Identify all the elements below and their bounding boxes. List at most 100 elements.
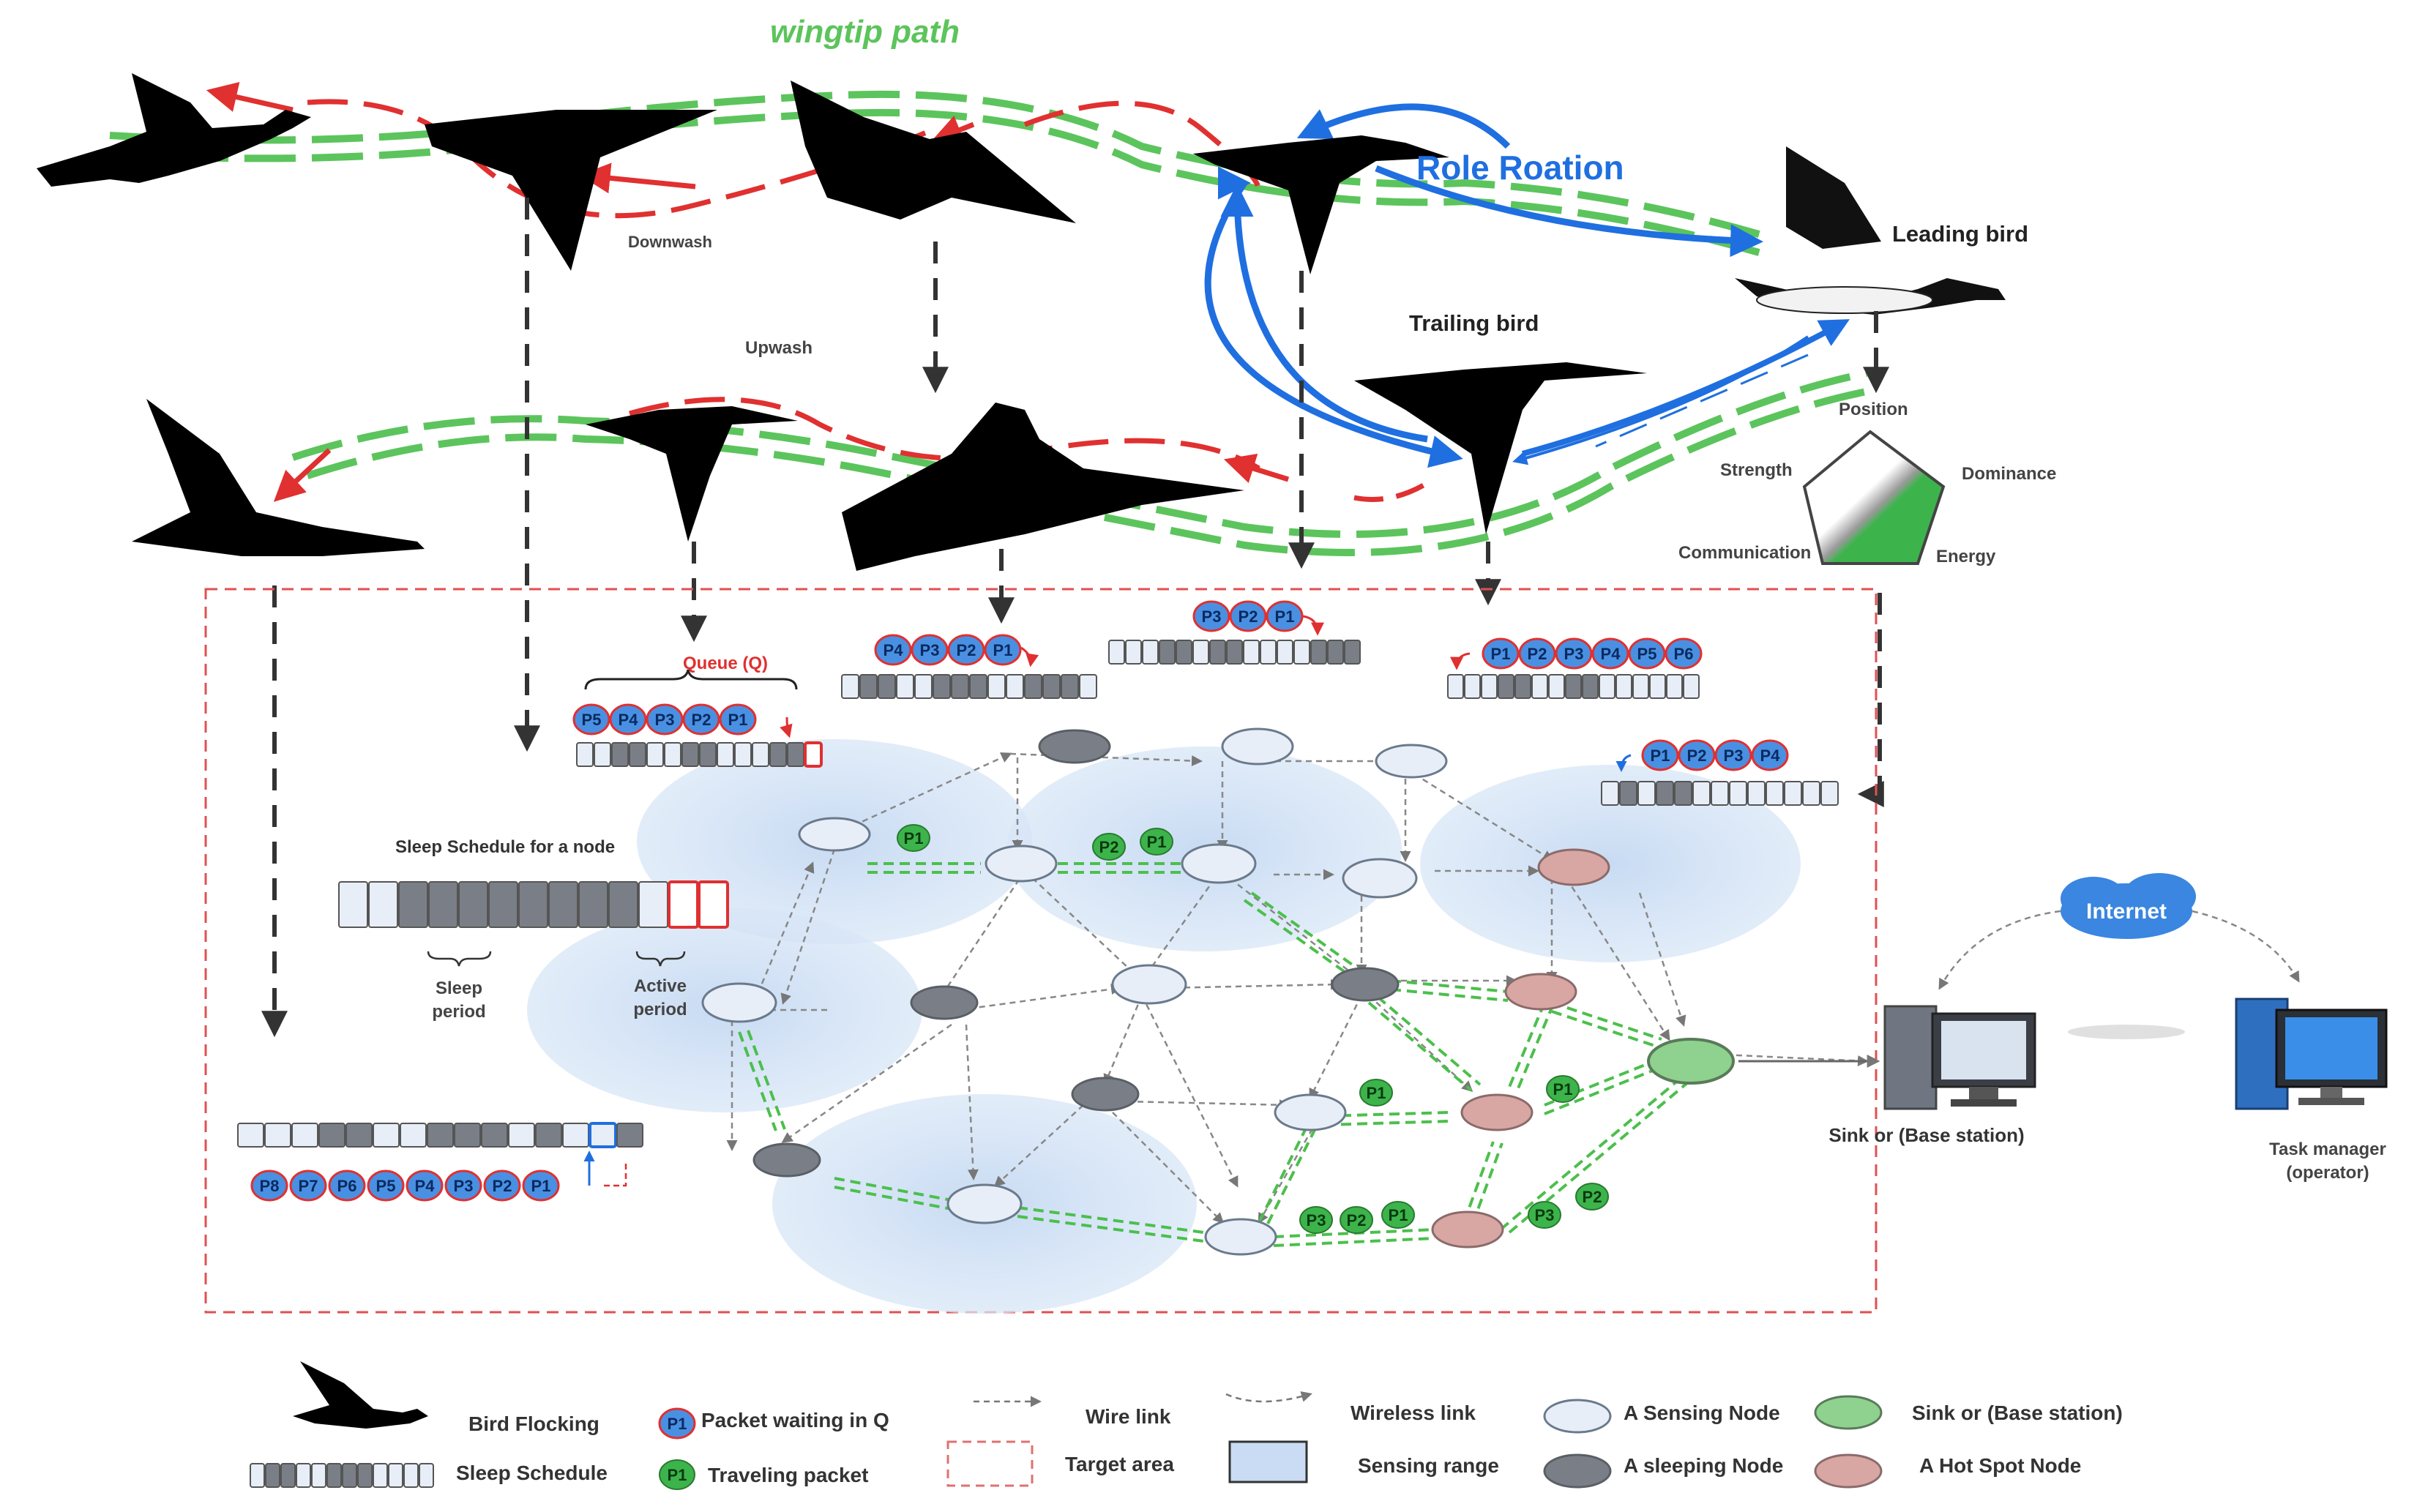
legend-packet-chip-green: P1 xyxy=(668,1466,687,1484)
schedule-cell xyxy=(1747,781,1766,806)
schedule-cell xyxy=(1632,674,1649,699)
schedule-cell xyxy=(1802,781,1820,806)
packet-label: P2 xyxy=(957,641,976,659)
sensing-node xyxy=(1274,1093,1347,1131)
schedule-cell xyxy=(518,881,548,928)
sleep-schedule-title: Sleep Schedule for a node xyxy=(395,837,615,857)
traveling-packet-chip: P2 xyxy=(1092,833,1126,861)
schedule-cell xyxy=(611,742,629,767)
queued-packet-chip: P6 xyxy=(328,1169,366,1202)
packet-label: P3 xyxy=(655,711,675,729)
schedule-cell xyxy=(576,742,594,767)
schedule-cell xyxy=(1293,640,1310,665)
schedule-cell xyxy=(987,674,1006,699)
schedule-cell xyxy=(1599,674,1615,699)
schedule-cell xyxy=(1226,640,1243,665)
schedule-cell xyxy=(578,881,608,928)
sensing-node xyxy=(798,817,871,852)
task-manager-line2: (operator) xyxy=(2286,1163,2369,1183)
schedule-cell xyxy=(804,741,823,768)
schedule-cell xyxy=(1327,640,1344,665)
packet-label: P3 xyxy=(1564,645,1584,663)
task-manager-line1: Task manager xyxy=(2269,1139,2386,1159)
packet-label: P5 xyxy=(376,1177,396,1195)
schedule-cell xyxy=(1464,674,1481,699)
schedule-cell xyxy=(1683,674,1700,699)
schedule-cell xyxy=(265,1463,280,1488)
legend-target-area: Target area xyxy=(1065,1453,1174,1475)
schedule-cell xyxy=(1481,674,1498,699)
packet-label: P2 xyxy=(692,711,711,729)
sensing-node xyxy=(1111,964,1187,1005)
schedule-cell xyxy=(1692,781,1711,806)
schedule-cell xyxy=(1637,781,1656,806)
legend-traveling-packet: Traveling packet xyxy=(708,1464,868,1486)
schedule-cell xyxy=(373,1123,400,1148)
legend-sleep-schedule-icon xyxy=(250,1463,434,1488)
schedule-cell xyxy=(1192,640,1209,665)
red-arrow-2 xyxy=(579,162,696,194)
packet-label: P4 xyxy=(1601,645,1621,663)
schedule-cell xyxy=(699,742,717,767)
schedule-cell xyxy=(1176,640,1192,665)
queued-packet-chip: P5 xyxy=(572,703,610,736)
schedule-cell xyxy=(616,1123,643,1148)
schedule-cell xyxy=(488,881,518,928)
packet-label: P1 xyxy=(904,829,924,847)
legend-packet-chip-blue: P1 xyxy=(668,1415,687,1433)
schedule-cell xyxy=(291,1123,318,1148)
packet-label: P1 xyxy=(531,1177,551,1195)
schedule-cell xyxy=(681,742,699,767)
queue-bar xyxy=(1108,640,1361,665)
queued-packet-chip: P1 xyxy=(984,634,1022,666)
schedule-cell xyxy=(896,674,914,699)
wingtip-path-label: wingtip path xyxy=(770,14,960,50)
packet-label: P2 xyxy=(1239,607,1258,626)
packet-label: P4 xyxy=(1760,746,1781,765)
schedule-cell xyxy=(1514,674,1531,699)
queued-packet-chip: P3 xyxy=(1714,739,1752,771)
sleeping-node xyxy=(1071,1077,1140,1112)
goose-3 xyxy=(791,81,1076,223)
packet-label: P3 xyxy=(1202,607,1222,626)
sleep-schedule-cells xyxy=(338,880,729,929)
schedule-cell xyxy=(428,881,458,928)
schedule-cell xyxy=(1615,674,1632,699)
schedule-cell xyxy=(1447,674,1464,699)
queued-packet-chip: P3 xyxy=(911,634,949,666)
packet-label: P3 xyxy=(1535,1206,1555,1224)
schedule-cell xyxy=(345,1123,373,1148)
packet-label: P1 xyxy=(1491,645,1511,663)
queued-packet-chip: P2 xyxy=(483,1169,521,1202)
traveling-packet-chip: P3 xyxy=(1528,1201,1561,1229)
sensing-node xyxy=(701,982,777,1023)
legend-bird-icon xyxy=(293,1361,428,1429)
packet-label: P2 xyxy=(493,1177,512,1195)
schedule-cell xyxy=(1209,640,1226,665)
packet-label: P6 xyxy=(1674,645,1694,663)
queued-packet-chip: P4 xyxy=(406,1169,444,1202)
traveling-packet-chip: P2 xyxy=(1575,1183,1609,1210)
wingtip-path-upper-1 xyxy=(109,90,1773,242)
schedule-cell xyxy=(1729,781,1747,806)
schedule-cell xyxy=(326,1463,342,1488)
schedule-cell xyxy=(296,1463,311,1488)
legend-traveling-packet-icon: P1 xyxy=(659,1459,695,1490)
schedule-cell xyxy=(1666,674,1683,699)
schedule-cell xyxy=(752,742,769,767)
packet-label: P2 xyxy=(1099,838,1119,856)
schedule-cell xyxy=(698,880,729,929)
schedule-cell xyxy=(1711,781,1729,806)
pentagon-energy: Energy xyxy=(1936,547,1996,566)
sensing-node xyxy=(985,845,1058,883)
hotspot-node xyxy=(1431,1210,1504,1249)
schedule-cell xyxy=(914,674,933,699)
queued-packet-chip: P5 xyxy=(1628,637,1666,670)
queue-brace xyxy=(584,669,798,690)
internet-label: Internet xyxy=(2086,899,2167,924)
queued-packet-chip: P2 xyxy=(1518,637,1556,670)
queue-label: Queue (Q) xyxy=(683,654,768,673)
